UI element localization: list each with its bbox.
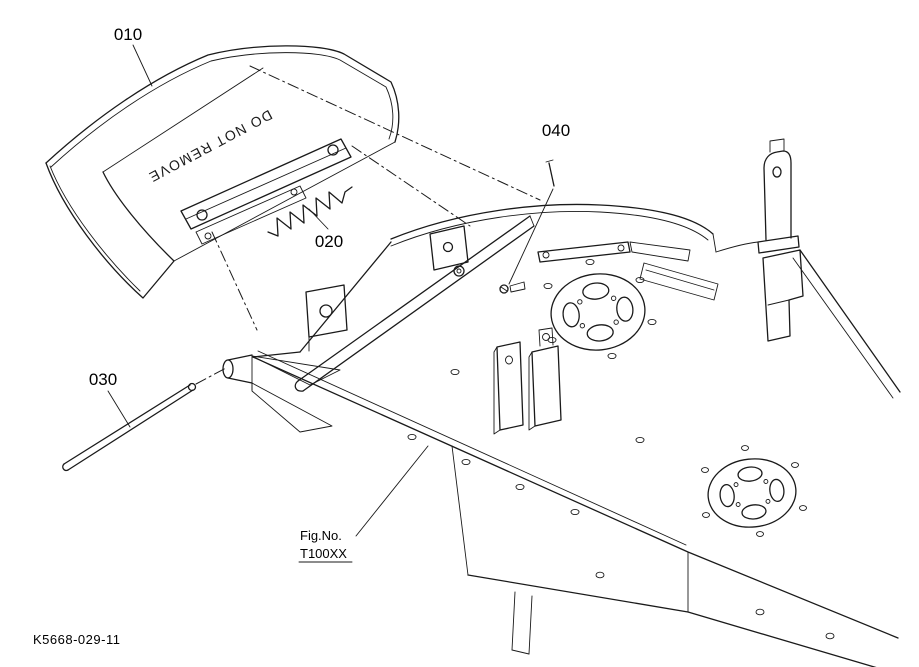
mount-screw <box>499 281 526 294</box>
deflector-hinge-rail <box>294 215 535 392</box>
spindle-right-bolt-holes <box>701 445 807 537</box>
rear-hanger-bracket <box>757 138 804 342</box>
fig-no-label: Fig.No. <box>300 528 342 543</box>
callout-010: 010 <box>114 25 153 87</box>
mower-deck <box>222 138 901 667</box>
drawing-code: K5668-029-11 <box>33 632 120 647</box>
label-030: 030 <box>89 370 117 389</box>
deflector-hinge-bracket <box>180 138 352 245</box>
label-010: 010 <box>114 25 142 44</box>
callout-020: 020 <box>315 232 343 251</box>
deflector-warning-text: DO NOT REMOVE <box>146 107 276 186</box>
label-020: 020 <box>315 232 343 251</box>
figure-number-block: Fig.No. T100XX <box>298 445 429 563</box>
rod-part-030 <box>62 382 197 472</box>
center-hanger-brackets <box>493 327 562 435</box>
deflector-part-010: DO NOT REMOVE <box>45 45 400 299</box>
fig-number: T100XX <box>300 546 347 561</box>
spindle-plate-right <box>707 458 797 528</box>
left-hinge-mount <box>222 284 348 433</box>
label-040: 040 <box>542 121 570 140</box>
callout-040: 040 <box>542 121 570 140</box>
spindle-plate-left <box>550 273 646 351</box>
reinforcement-strips <box>537 241 719 301</box>
deck-surface-holes <box>407 368 645 516</box>
do-not-remove-text: DO NOT REMOVE <box>146 107 276 186</box>
spring-part-020 <box>267 186 353 237</box>
callout-030: 030 <box>89 370 131 428</box>
spindle-left-bolt-holes <box>543 258 657 360</box>
assembly-alignment-lines <box>195 65 541 385</box>
skirt-tabs <box>511 591 533 655</box>
pin-part-040 <box>508 159 555 285</box>
